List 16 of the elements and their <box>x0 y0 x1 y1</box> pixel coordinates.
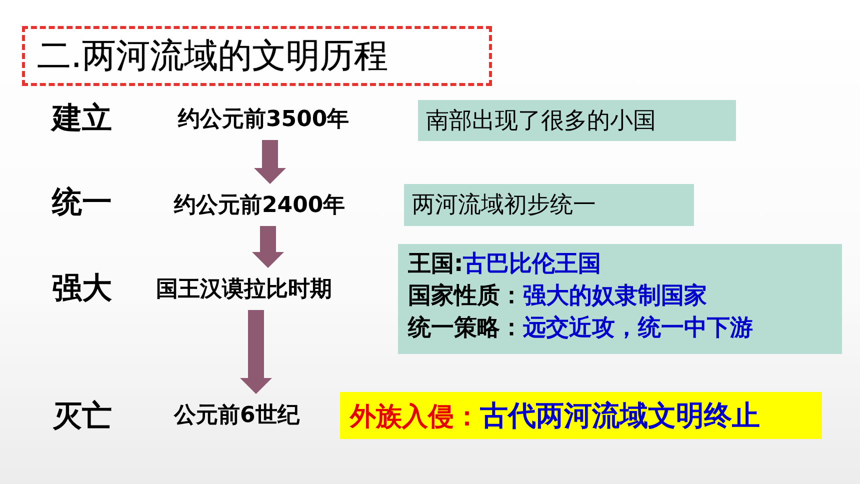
stage-label: 建立 <box>52 100 112 138</box>
block-arrow <box>252 226 284 268</box>
date-text: 公元前6世纪 <box>168 396 338 434</box>
stage-label: 强大 <box>52 270 112 308</box>
stage-label: 灭亡 <box>52 398 112 436</box>
description-box: 南部出现了很多的小国 <box>418 100 736 141</box>
block-arrow <box>254 140 286 184</box>
date-text: 约公元前2400年 <box>168 186 383 224</box>
block-arrow <box>240 310 272 394</box>
date-text: 约公元前3500年 <box>172 100 387 138</box>
date-text: 国王汉谟拉比时期 <box>150 270 390 308</box>
stage-label: 统一 <box>52 184 112 222</box>
highlight-box: 外族入侵：古代两河流域文明终止 <box>340 392 822 440</box>
description-box: 两河流域初步统一 <box>404 184 694 226</box>
description-box: 王国:古巴比伦王国 国家性质：强大的奴隶制国家 统一策略：远交近攻，统一中下游 <box>398 244 842 354</box>
title-box: 二.两河流域的文明历程 <box>22 26 492 86</box>
